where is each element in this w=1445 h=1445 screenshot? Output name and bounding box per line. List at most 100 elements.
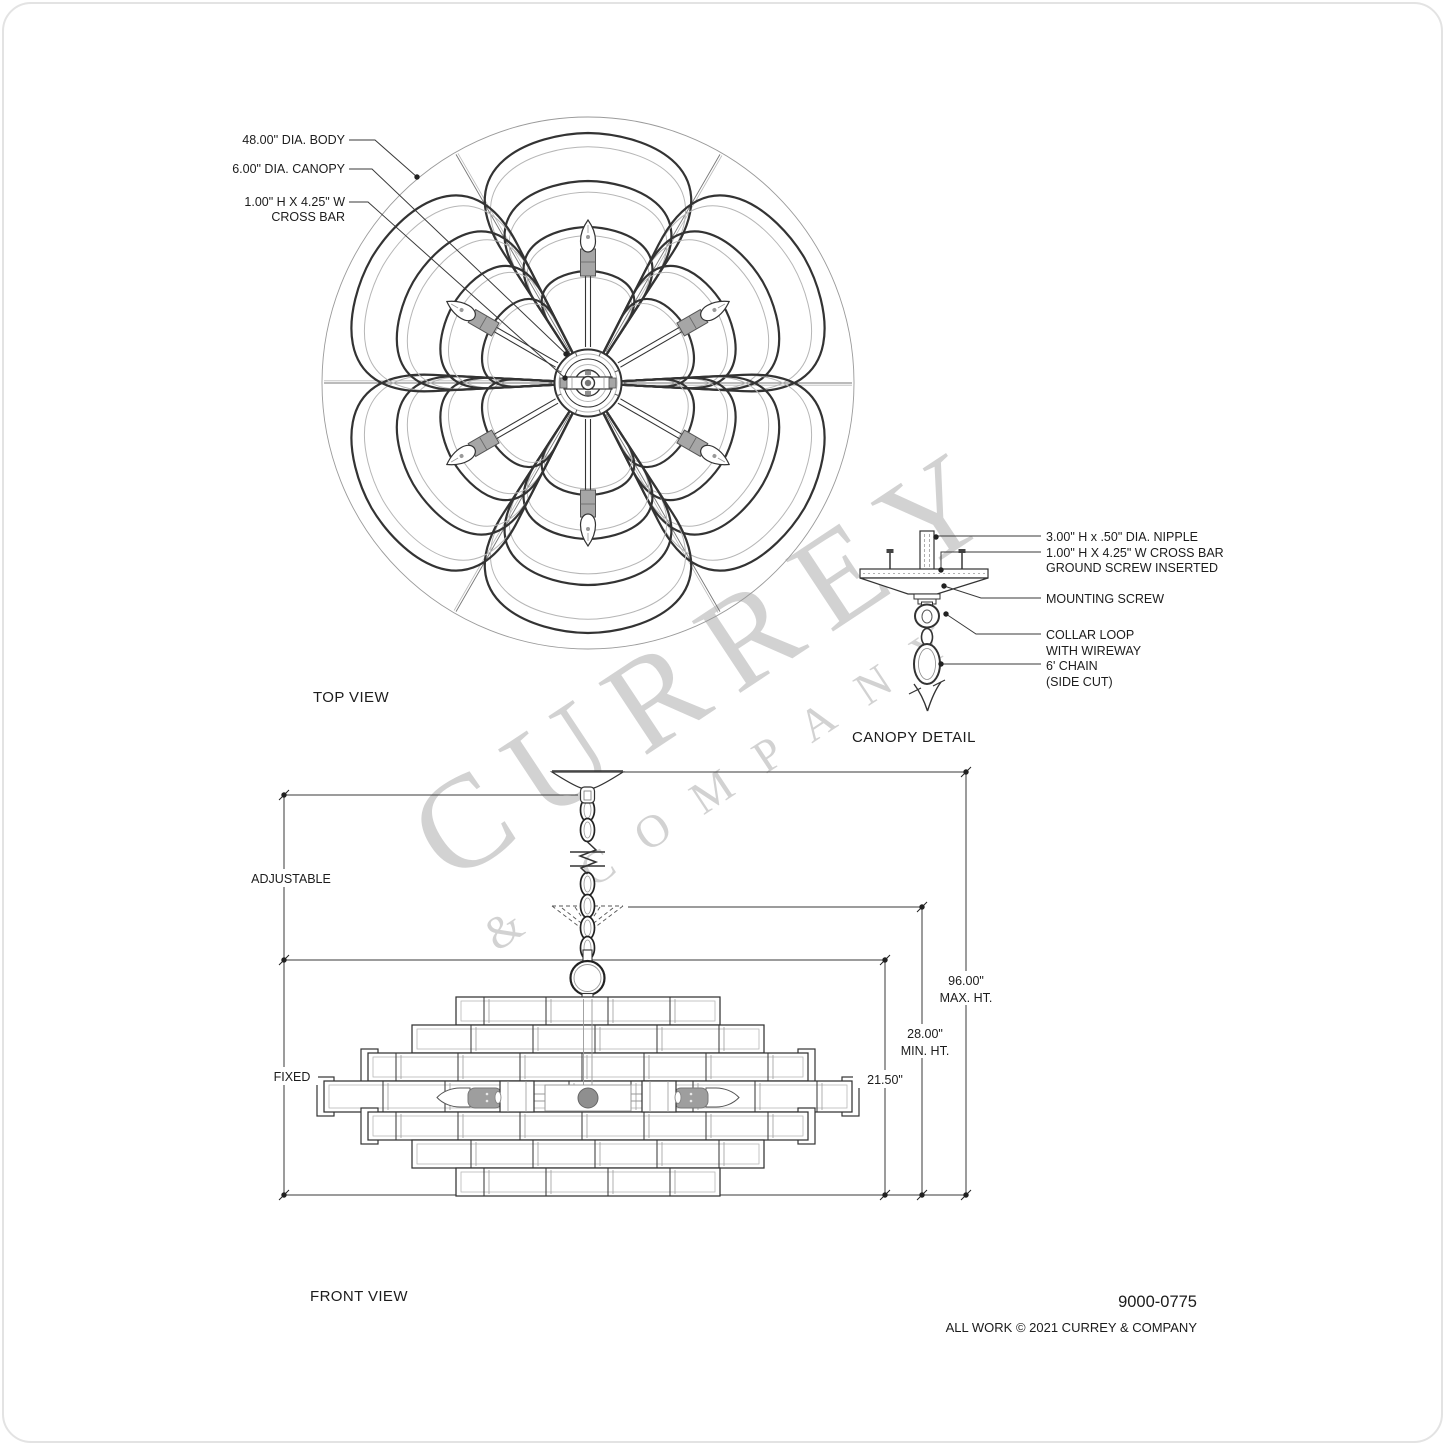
- bulb-filament: [712, 454, 717, 458]
- screw-head: [886, 549, 894, 553]
- dim-terminator-tick: [960, 1189, 972, 1201]
- petal-outline-inner: [601, 205, 812, 392]
- leader-dot: [941, 583, 947, 589]
- dim-min-height-value: 28.00": [907, 1027, 943, 1041]
- petal-outline: [598, 230, 781, 391]
- body-center-details: [436, 999, 740, 1113]
- label-cross-bar-1: 1.00" H X 4.25" W: [244, 195, 345, 209]
- center-hub-front: [577, 1087, 599, 1109]
- bulb-filament: [459, 308, 464, 312]
- arm-rod-line: [617, 325, 683, 364]
- petal-outline: [350, 194, 578, 393]
- lamp-arms: [445, 218, 731, 548]
- dim-min-height-caption: MIN. HT.: [901, 1044, 950, 1058]
- petal-valley-lines: [324, 153, 852, 613]
- socket-dot: [689, 1092, 693, 1096]
- arm-rod-line: [491, 398, 556, 437]
- label-fixed: FIXED: [274, 1070, 311, 1084]
- center-hub: [553, 348, 623, 418]
- lamp-arm: [579, 419, 597, 548]
- chain-link-inner: [918, 648, 936, 680]
- label-collar-1: COLLAR LOOP: [1046, 628, 1134, 642]
- leader-dot: [933, 534, 939, 540]
- dim-body-height-value: 21.50": [867, 1073, 903, 1087]
- socket-seam: [688, 315, 697, 330]
- arm-rod-line: [493, 402, 559, 441]
- screw-head: [958, 549, 966, 553]
- leader-dot: [414, 174, 420, 180]
- hub-stub: [585, 370, 591, 375]
- nipple: [919, 530, 935, 571]
- lamp-arm: [445, 398, 559, 466]
- chain-break-tick: [908, 679, 946, 695]
- lamp-arm: [617, 398, 731, 466]
- dim-terminator-tick: [916, 1189, 928, 1201]
- leader-collar-loop: [945, 613, 1041, 635]
- arm-rod-line: [617, 402, 683, 441]
- label-chain-2: (SIDE CUT): [1046, 675, 1113, 689]
- top-view-title: TOP VIEW: [313, 689, 389, 706]
- canopy-cone-front: [549, 771, 626, 789]
- body-tier-inner: [372, 1115, 804, 1137]
- petal-outline: [483, 403, 693, 635]
- label-bg: [853, 1070, 917, 1088]
- petal-outline-inner: [544, 407, 632, 490]
- label-bg: [889, 1024, 961, 1058]
- leader-dot: [943, 611, 949, 617]
- leader-dot: [563, 351, 569, 357]
- petal-outline: [598, 375, 781, 536]
- label-mounting-screw: MOUNTING SCREW: [1046, 592, 1164, 606]
- leader-dot: [562, 375, 568, 381]
- petal-outline-inner: [364, 374, 575, 561]
- dim-terminator-tick: [879, 954, 891, 966]
- label-dia-canopy: 6.00" DIA. CANOPY: [232, 162, 345, 176]
- socket-dot: [485, 1092, 489, 1096]
- leader-dot: [938, 567, 944, 573]
- hanging-ring-inner: [573, 964, 602, 992]
- chain-break-zigzag: [577, 841, 599, 875]
- valley-line: [605, 413, 721, 612]
- socket-seam: [479, 436, 488, 451]
- top-view-leaders: [349, 139, 567, 379]
- arm-rod-line: [491, 329, 556, 368]
- hub-tick: [614, 369, 620, 373]
- hub-tick: [556, 369, 562, 373]
- leader-dots: [414, 174, 949, 667]
- hub-center-dot: [584, 379, 592, 387]
- ghost-canopy-detail: [561, 906, 614, 929]
- socket-block-seams: [507, 1081, 669, 1112]
- body-tier-inner: [416, 1143, 760, 1165]
- dim-terminator-tick: [278, 789, 290, 801]
- chain-link-inner: [583, 897, 592, 915]
- bulb-filament: [586, 235, 590, 239]
- petal-outline: [395, 375, 578, 536]
- lamp-arm: [579, 218, 597, 347]
- leader-crossbar: [940, 551, 1041, 569]
- arm-joint: [674, 1091, 682, 1104]
- label-crossbar-1: 1.00" H X 4.25" W CROSS BAR: [1046, 546, 1224, 560]
- body-tier: [455, 1167, 721, 1197]
- petal-outline-inner: [448, 377, 575, 495]
- collar-loop-hole: [921, 609, 933, 624]
- body-tier-inner: [372, 1056, 804, 1078]
- front-view-drawing: ADJUSTABLE FIXED 96.00" MAX. HT. 28.00" …: [248, 766, 1002, 1305]
- hub-tick: [574, 409, 578, 415]
- chain-link-large: [913, 643, 941, 685]
- socket-seam: [479, 315, 488, 330]
- arm-rod-line: [620, 398, 685, 437]
- body-tier: [455, 996, 721, 1026]
- socket-seam: [688, 436, 697, 451]
- bulb-filament-wire: [450, 303, 459, 309]
- label-nipple: 3.00" H x .50" DIA. NIPPLE: [1046, 530, 1198, 544]
- hub-ticks: [556, 351, 620, 415]
- petal-outline: [483, 131, 693, 363]
- petal-outline: [598, 194, 826, 393]
- chain-link-inner: [583, 821, 592, 839]
- bulb-filament-wire: [717, 457, 726, 463]
- canopy-collar-inner: [583, 790, 592, 801]
- front-view-title: FRONT VIEW: [310, 1288, 408, 1305]
- dim-terminator-tick: [879, 1189, 891, 1201]
- canopy-detail-leaders: [936, 535, 1041, 665]
